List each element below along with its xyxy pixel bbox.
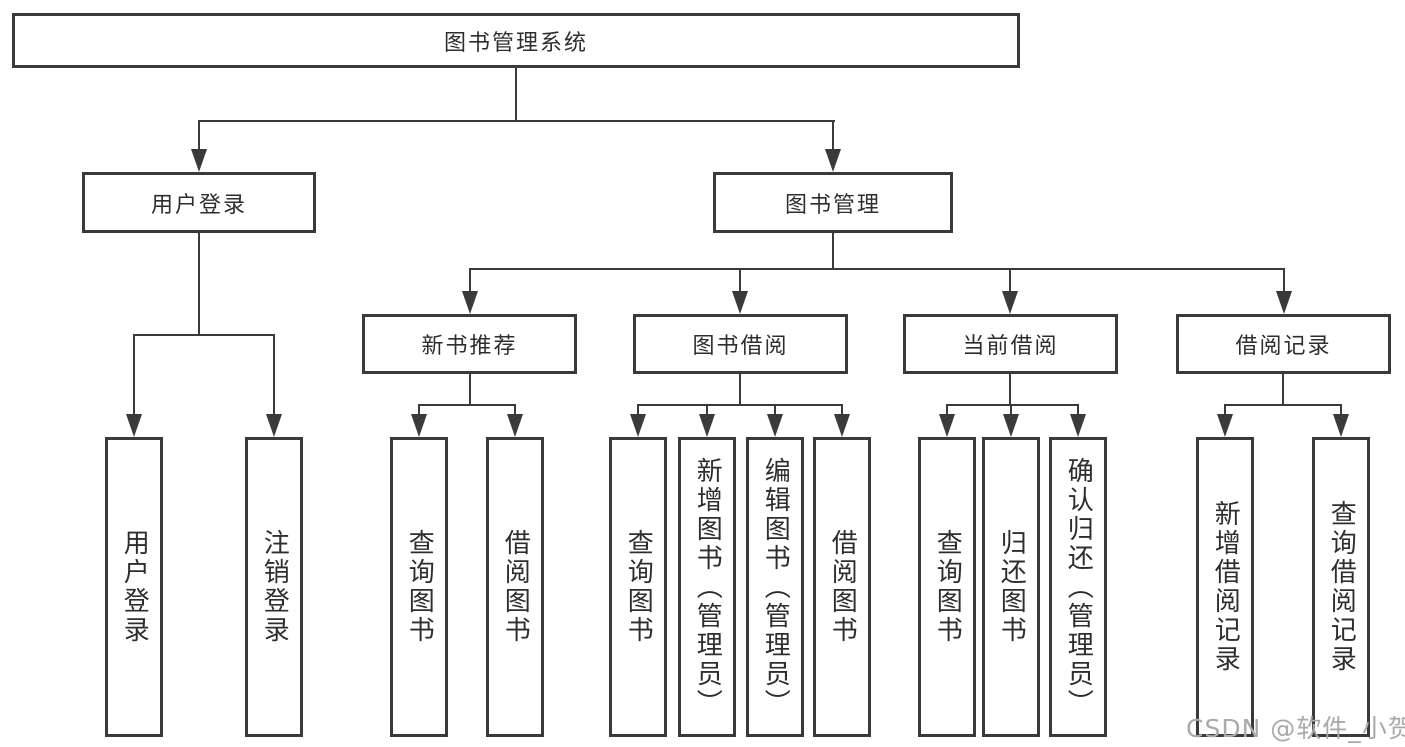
connector-line: [198, 120, 835, 122]
leaf-label: 编辑图书（管理员）: [760, 456, 791, 718]
leaf-records-query-record: 查询借阅记录: [1312, 437, 1370, 737]
connector-line: [198, 120, 200, 152]
connector-line: [1340, 404, 1342, 417]
leaf-records-add-record: 新增借阅记录: [1196, 437, 1254, 737]
node-borrowing-records: 借阅记录: [1176, 314, 1391, 374]
arrowhead-down-icon: [1003, 414, 1019, 437]
connector-line: [832, 120, 834, 152]
arrowhead-down-icon: [191, 149, 207, 172]
csdn-watermark: CSDN @软件_小贺同学: [1186, 714, 1405, 743]
leaf-label: 注销登录: [259, 529, 290, 645]
connector-line: [841, 404, 843, 417]
connector-line: [418, 404, 516, 406]
arrowhead-down-icon: [1276, 291, 1292, 314]
connector-line: [133, 334, 275, 336]
connector-line: [706, 404, 708, 417]
leaf-borrow-edit-book-admin: 编辑图书（管理员）: [746, 437, 804, 737]
arrowhead-down-icon: [126, 414, 142, 437]
connector-line: [1077, 404, 1079, 417]
leaf-label: 借阅图书: [500, 529, 531, 645]
leaf-label: 新增借阅记录: [1210, 500, 1241, 674]
connector-line: [469, 374, 471, 406]
leaf-borrow-query-book: 查询图书: [609, 437, 667, 737]
arrowhead-down-icon: [266, 414, 282, 437]
connector-line: [637, 404, 843, 406]
leaf-current-query-book: 查询图书: [918, 437, 976, 737]
leaf-label: 查询图书: [404, 529, 435, 645]
arrowhead-down-icon: [939, 414, 955, 437]
arrowhead-down-icon: [834, 414, 850, 437]
connector-line: [637, 404, 639, 417]
connector-line: [469, 268, 1285, 270]
leaf-label: 归还图书: [996, 529, 1027, 645]
node-current-borrowing: 当前借阅: [903, 314, 1118, 374]
leaf-label: 确认归还（管理员）: [1063, 456, 1094, 718]
connector-line: [1010, 404, 1012, 417]
node-book-borrowing: 图书借阅: [633, 314, 848, 374]
node-label: 图书管理系统: [443, 30, 588, 56]
node-user-login: 用户登录: [82, 172, 316, 233]
node-label: 图书借阅: [692, 334, 789, 359]
connector-line: [514, 404, 516, 417]
leaf-label: 查询图书: [932, 529, 963, 645]
connector-line: [515, 66, 517, 122]
connector-line: [133, 334, 135, 416]
leaf-label: 新增图书（管理员）: [692, 456, 723, 718]
connector-line: [946, 404, 948, 417]
arrowhead-down-icon: [1002, 291, 1018, 314]
connector-line: [418, 404, 420, 417]
leaf-current-return-book: 归还图书: [982, 437, 1040, 737]
connector-line: [774, 404, 776, 417]
connector-line: [1283, 268, 1285, 294]
arrowhead-down-icon: [1217, 414, 1233, 437]
connector-line: [1009, 268, 1011, 294]
node-label: 借阅记录: [1235, 334, 1332, 359]
connector-line: [273, 334, 275, 416]
leaf-label: 查询借阅记录: [1326, 500, 1357, 674]
node-new-book-recommendation: 新书推荐: [362, 314, 577, 374]
connector-line: [1009, 374, 1011, 406]
arrowhead-down-icon: [1333, 414, 1349, 437]
node-library-management-system: 图书管理系统: [12, 13, 1020, 68]
arrowhead-down-icon: [767, 414, 783, 437]
connector-line: [469, 268, 471, 294]
leaf-label: 用户登录: [119, 529, 150, 645]
node-book-management: 图书管理: [713, 172, 953, 233]
leaf-label: 借阅图书: [827, 529, 858, 645]
node-label: 用户登录: [150, 192, 247, 218]
arrowhead-down-icon: [825, 149, 841, 172]
node-label: 新书推荐: [421, 334, 518, 359]
connector-line: [1224, 404, 1226, 417]
node-label: 当前借阅: [962, 334, 1059, 359]
leaf-recommend-query-book: 查询图书: [390, 437, 448, 737]
leaf-current-confirm-return-admin: 确认归还（管理员）: [1049, 437, 1107, 737]
arrowhead-down-icon: [411, 414, 427, 437]
connector-line: [1282, 374, 1284, 406]
connector-line: [198, 233, 200, 336]
connector-line: [739, 374, 741, 406]
leaf-borrow-add-book-admin: 新增图书（管理员）: [678, 437, 736, 737]
connector-line: [946, 404, 1079, 406]
leaf-user-login: 用户登录: [105, 437, 163, 737]
leaf-label: 查询图书: [623, 529, 654, 645]
arrowhead-down-icon: [462, 291, 478, 314]
leaf-logout: 注销登录: [245, 437, 303, 737]
arrowhead-down-icon: [507, 414, 523, 437]
arrowhead-down-icon: [699, 414, 715, 437]
leaf-recommend-borrow-book: 借阅图书: [486, 437, 544, 737]
connector-line: [832, 233, 834, 270]
node-label: 图书管理: [784, 192, 881, 218]
leaf-borrow-borrow-book: 借阅图书: [813, 437, 871, 737]
arrowhead-down-icon: [630, 414, 646, 437]
arrowhead-down-icon: [732, 291, 748, 314]
connector-line: [739, 268, 741, 294]
arrowhead-down-icon: [1070, 414, 1086, 437]
connector-line: [1224, 404, 1342, 406]
